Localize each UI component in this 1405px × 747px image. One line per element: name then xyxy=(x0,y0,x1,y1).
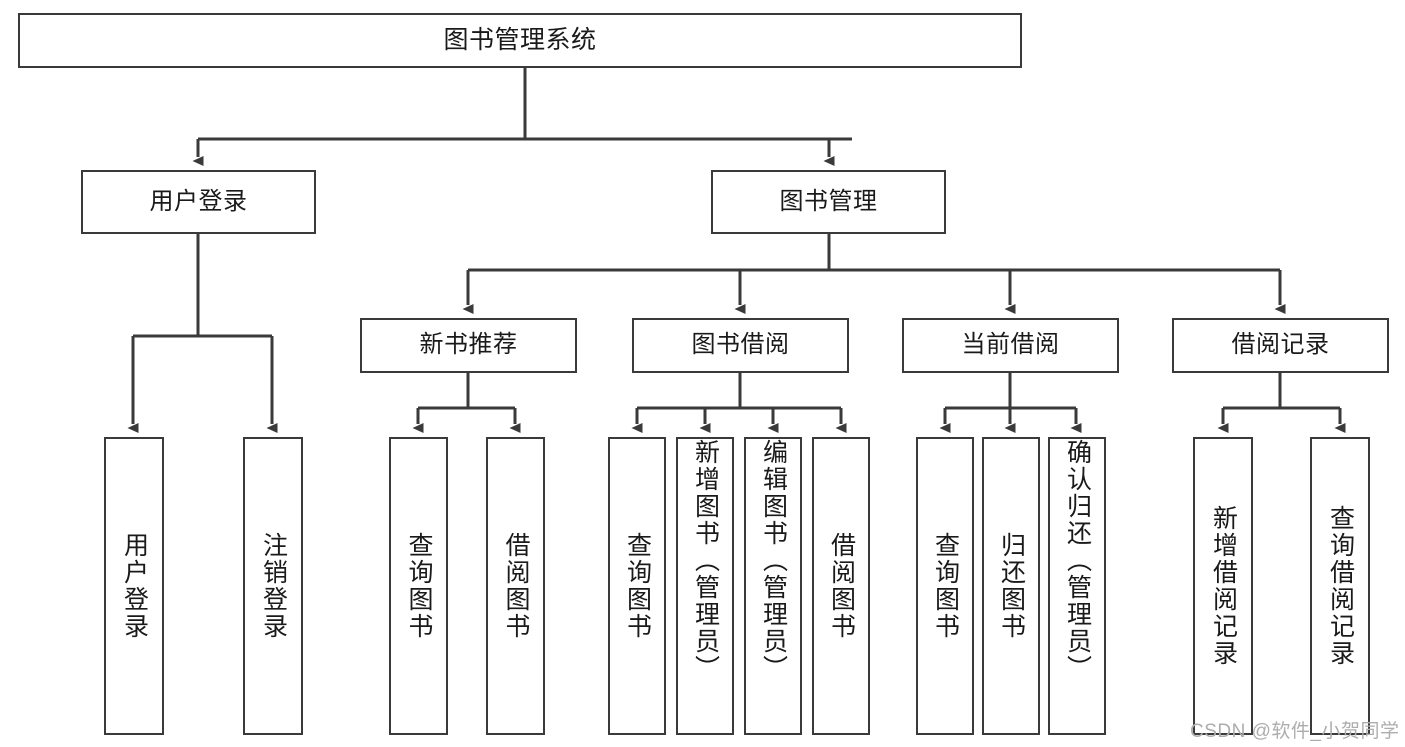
node-user-login-label: 用户登录 xyxy=(149,187,248,215)
node-root-label: 图书管理系统 xyxy=(443,25,597,54)
node-leaf-query-record-label: 查询借阅记录 xyxy=(1326,505,1355,667)
node-leaf-add-record-label: 新增借阅记录 xyxy=(1209,505,1238,667)
node-leaf-query-book-1[interactable]: 查询图书 xyxy=(389,437,448,735)
node-leaf-user-login[interactable]: 用户登录 xyxy=(104,437,164,735)
node-leaf-add-record[interactable]: 新增借阅记录 xyxy=(1193,437,1253,735)
node-leaf-add-book[interactable]: 新增图书（管理员） xyxy=(676,437,734,735)
node-leaf-borrow-book-2-label: 借阅图书 xyxy=(827,532,856,640)
node-book-borrow[interactable]: 图书借阅 xyxy=(632,318,849,373)
node-leaf-query-record[interactable]: 查询借阅记录 xyxy=(1310,437,1370,735)
node-leaf-return-book-label: 归还图书 xyxy=(997,532,1026,640)
node-new-book-recommend-label: 新书推荐 xyxy=(419,331,518,359)
node-leaf-query-book-3[interactable]: 查询图书 xyxy=(916,437,974,735)
node-book-borrow-label: 图书借阅 xyxy=(691,331,790,359)
node-leaf-logout-login-label: 注销登录 xyxy=(259,532,288,640)
node-leaf-edit-book-label: 编辑图书（管理员） xyxy=(759,439,788,682)
node-book-management[interactable]: 图书管理 xyxy=(711,170,946,234)
csdn-watermark: CSDN @软件_小贺同学 xyxy=(1190,721,1400,742)
node-root[interactable]: 图书管理系统 xyxy=(18,13,1022,68)
node-leaf-query-book-2-label: 查询图书 xyxy=(623,532,652,640)
node-current-borrow-label: 当前借阅 xyxy=(961,331,1060,359)
node-leaf-user-login-label: 用户登录 xyxy=(120,532,149,640)
node-leaf-borrow-book-1-label: 借阅图书 xyxy=(502,532,530,640)
node-leaf-confirm-return[interactable]: 确认归还（管理员） xyxy=(1048,437,1106,735)
node-leaf-borrow-book-1[interactable]: 借阅图书 xyxy=(486,437,545,735)
node-leaf-confirm-return-label: 确认归还（管理员） xyxy=(1063,439,1092,682)
node-book-management-label: 图书管理 xyxy=(779,187,878,215)
node-leaf-logout-login[interactable]: 注销登录 xyxy=(243,437,303,735)
node-leaf-query-book-1-label: 查询图书 xyxy=(405,532,433,640)
node-borrow-record-label: 借阅记录 xyxy=(1231,331,1330,359)
node-new-book-recommend[interactable]: 新书推荐 xyxy=(360,318,577,373)
node-leaf-query-book-2[interactable]: 查询图书 xyxy=(608,437,666,735)
node-leaf-add-book-label: 新增图书（管理员） xyxy=(691,439,720,682)
node-leaf-edit-book[interactable]: 编辑图书（管理员） xyxy=(744,437,802,735)
node-borrow-record[interactable]: 借阅记录 xyxy=(1172,318,1389,373)
node-leaf-query-book-3-label: 查询图书 xyxy=(931,532,960,640)
node-user-login[interactable]: 用户登录 xyxy=(81,170,316,234)
node-leaf-return-book[interactable]: 归还图书 xyxy=(982,437,1040,735)
node-leaf-borrow-book-2[interactable]: 借阅图书 xyxy=(812,437,870,735)
node-current-borrow[interactable]: 当前借阅 xyxy=(902,318,1119,373)
